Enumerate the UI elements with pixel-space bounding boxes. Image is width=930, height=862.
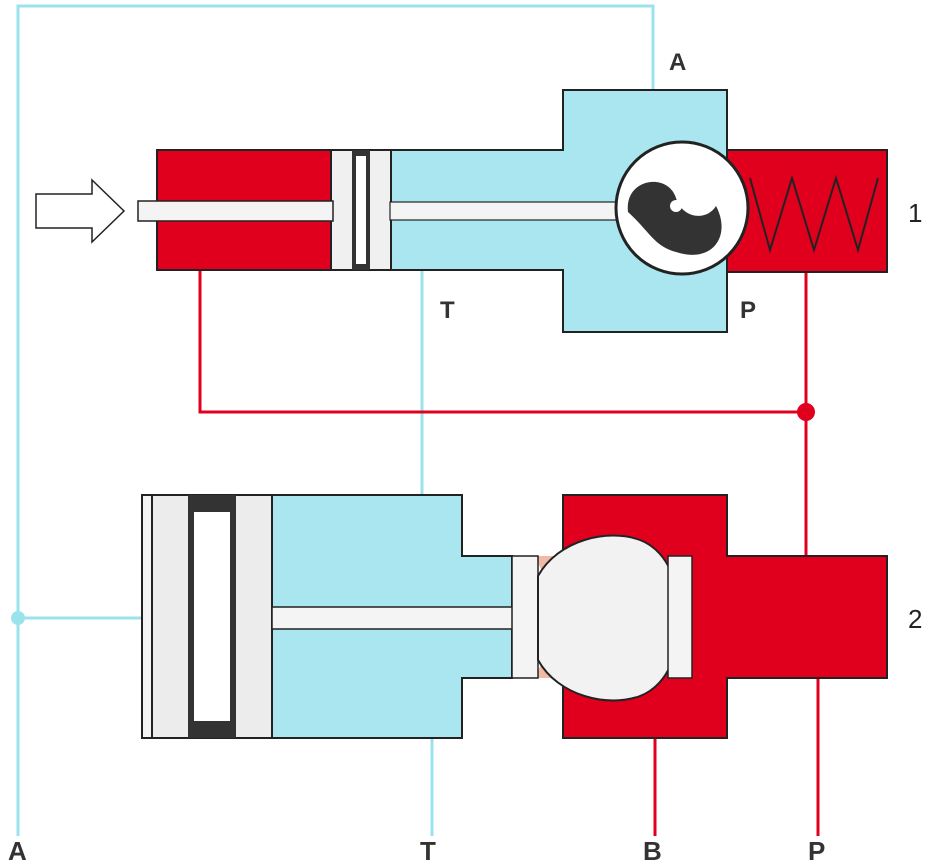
valve2-seat-ring: [511, 555, 539, 679]
valve2-piston-seal-core: [194, 512, 230, 721]
arrow-right-outline-icon: [35, 178, 126, 244]
compression-spring-icon: [749, 174, 879, 254]
label-valve1-port-A: A: [669, 49, 686, 76]
line-port-A: [16, 4, 655, 836]
valve2-rod: [271, 606, 515, 630]
label-bottom-port-T: T: [420, 836, 436, 862]
valve1-push-rod: [137, 200, 334, 222]
line-pilot: [198, 270, 806, 414]
label-valve1-port-T: T: [440, 297, 455, 324]
label-bottom-port-B: B: [643, 836, 662, 862]
label-bottom-port-P: P: [808, 836, 825, 862]
valve1-spring-chamber: [726, 149, 888, 273]
rotary-spool-hub: [670, 200, 682, 212]
label-valve1-port-P: P: [740, 297, 756, 324]
label-bottom-port-A: A: [8, 836, 27, 862]
label-valve2-number: 2: [908, 604, 922, 634]
valve2-poppet: [537, 534, 671, 702]
valve-1: [137, 89, 888, 333]
valve1-spool-rod: [389, 201, 619, 221]
rotary-spool-vane: [627, 181, 722, 255]
valve2-piston-cap: [141, 494, 153, 739]
valve2-poppet-stem: [667, 555, 693, 679]
valve1-piston-seal-core: [356, 156, 366, 264]
junction-dot-A: [11, 611, 25, 625]
junction-dot-pressure: [797, 403, 815, 421]
label-valve1-number: 1: [908, 198, 922, 228]
valve-2: [141, 494, 888, 739]
